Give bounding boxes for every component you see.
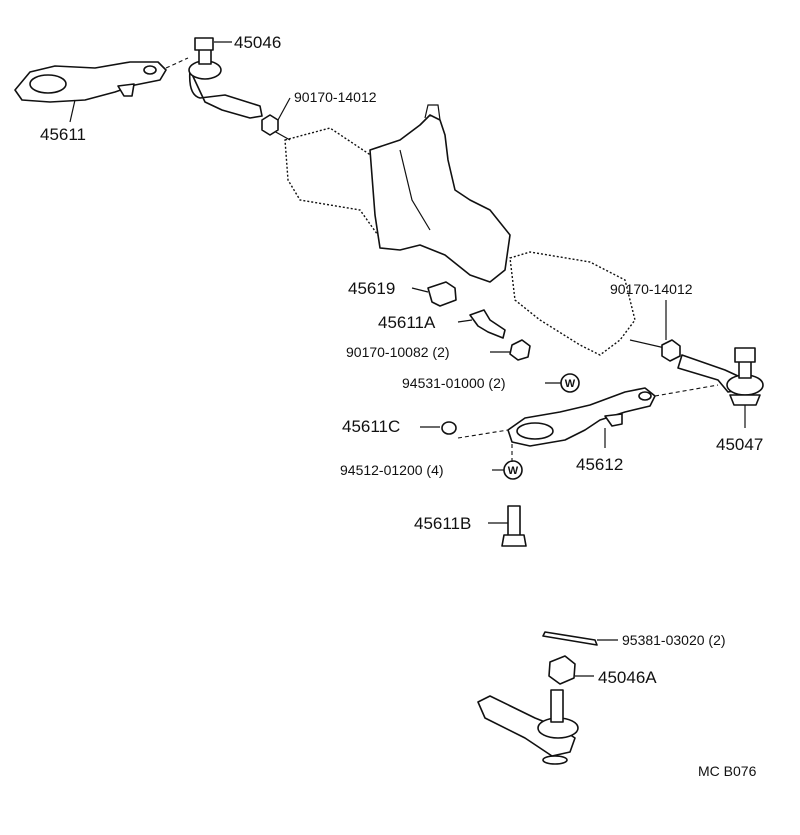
lock-nut-upper-shape [261, 114, 279, 136]
label-45612: 45612 [576, 455, 623, 474]
label-95381-03020: 95381-03020 (2) [622, 632, 726, 648]
tie-rod-end-lower-body [477, 695, 576, 757]
washer-94531: W [545, 373, 580, 393]
label-90170-10082: 90170-10082 (2) [346, 344, 450, 360]
knuckle-arm-right-stud [604, 413, 623, 427]
knuckle-arm-left [14, 57, 189, 103]
tie-rod-end-right [677, 347, 764, 428]
knuckle-arm-left-hole [143, 65, 157, 75]
tie-rod-end-lower [477, 689, 579, 765]
leader-90170-top [277, 97, 291, 121]
steering-rack-assembly [264, 104, 666, 356]
bolt-45611A [457, 309, 506, 339]
left-rack-boot [284, 127, 386, 248]
right-rack-boot [509, 251, 636, 356]
castle-nut-45047 [734, 347, 756, 363]
label-45619: 45619 [348, 279, 395, 298]
leader-45611 [69, 99, 76, 123]
label-45611C: 45611C [342, 417, 400, 436]
spacer-45611C [420, 421, 509, 439]
gear-housing [369, 114, 511, 283]
pinion-shaft [424, 104, 441, 121]
knuckle-arm-left-stud [117, 83, 135, 97]
bushing-45619-shape [427, 281, 457, 307]
spacer-45611C-shape [441, 421, 457, 435]
nut-90170-10082-shape [509, 339, 531, 361]
right-tie-rod-shaft [629, 339, 666, 349]
bushing-45619 [411, 281, 457, 307]
knuckle-arm-right-boss [516, 422, 554, 440]
label-45046A: 45046A [598, 668, 657, 687]
washer-94512-symbol [503, 460, 523, 480]
nut-90170-10082 [490, 339, 531, 361]
tie-rod-end-upper-left-body [188, 69, 263, 119]
label-45611A: 45611A [378, 313, 436, 332]
cotter-pin-95381 [542, 631, 618, 646]
label-45611: 45611 [40, 125, 86, 144]
knuckle-arm-left-boss [29, 74, 67, 94]
leader-45611A [457, 319, 473, 323]
cotter-pin-shape [542, 631, 598, 646]
catalog-code: MC B076 [698, 763, 757, 779]
dash-arm-to-tie-rod-end [165, 57, 189, 69]
housing-detail [399, 149, 431, 231]
washer-94512: W [492, 460, 523, 480]
bolt-45611B-shank [507, 505, 521, 539]
washer-94531-symbol [560, 373, 580, 393]
castle-nut-45046A [548, 655, 594, 685]
bolt-45611B [488, 505, 527, 547]
dash-45611C-to-arm [457, 429, 509, 439]
label-45047: 45047 [716, 435, 763, 454]
tie-rod-end-right-boot [729, 394, 761, 406]
label-94531-01000: 94531-01000 (2) [402, 375, 506, 391]
bolt-45611A-shape [469, 309, 506, 339]
label-90170-14012-right: 90170-14012 [610, 281, 693, 297]
label-45611B: 45611B [414, 514, 471, 533]
tie-rod-end-lower-stud [550, 689, 564, 723]
tie-rod-end-upper-left [188, 37, 263, 119]
knuckle-arm-right-hole [638, 391, 652, 401]
castle-nut-45046A-shape [548, 655, 576, 685]
washer-94531-letter: W [565, 378, 576, 390]
dash-arm-to-rod-end [654, 384, 719, 397]
leader-45619 [411, 287, 429, 293]
lock-nut-right [661, 300, 681, 362]
lock-nut-right-shape [661, 339, 681, 362]
bolt-45611B-head [501, 534, 527, 547]
label-94512-01200: 94512-01200 (4) [340, 462, 444, 478]
knuckle-arm-right [507, 384, 719, 462]
castle-nut-45046 [194, 37, 214, 51]
tie-rod-end-lower-boot [542, 755, 568, 765]
label-90170-14012-top: 90170-14012 [294, 89, 377, 105]
lock-nut-upper [261, 97, 291, 136]
label-45046: 45046 [234, 33, 281, 52]
washer-94512-letter: W [508, 465, 519, 477]
